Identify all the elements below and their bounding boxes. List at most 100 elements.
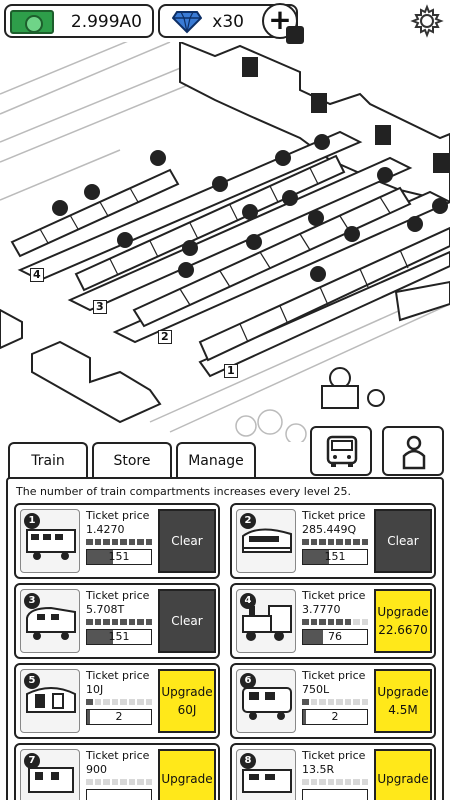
action-label: Clear: [171, 614, 203, 628]
train-icon: [26, 687, 76, 713]
progress-segment: [319, 619, 326, 625]
tab-manage[interactable]: Manage: [176, 442, 256, 478]
tab-train[interactable]: Train: [8, 442, 88, 480]
train-image[interactable]: 4: [236, 589, 296, 653]
progress-segment: [86, 619, 93, 625]
platform-number: 3: [93, 300, 107, 314]
action-label: Upgrade: [161, 772, 213, 786]
bus-button[interactable]: [310, 426, 372, 476]
progress-segment: [94, 539, 101, 545]
progress-segment: [327, 699, 334, 705]
train-panel[interactable]: The number of train compartments increas…: [6, 477, 444, 800]
progress-segment: [336, 619, 343, 625]
train-image[interactable]: 3: [20, 589, 80, 653]
progress-segment: [145, 779, 152, 785]
level-bar: [86, 789, 152, 800]
progress-segment: [344, 699, 351, 705]
level-value: 151: [108, 550, 130, 563]
progress-segment: [319, 779, 326, 785]
level-bar: [302, 789, 368, 800]
upgrade-button[interactable]: Upgrade 22.6670: [374, 589, 432, 653]
upgrade-button[interactable]: Upgrade: [374, 749, 432, 800]
level-bar: 2: [302, 709, 368, 725]
action-label: Clear: [387, 534, 419, 548]
ticket-price-label: Ticket price: [302, 589, 366, 602]
gem-value: x30: [212, 12, 244, 32]
train-number-badge: 6: [240, 673, 256, 689]
level-value: 151: [324, 550, 346, 563]
compartment-progress: [302, 699, 368, 705]
passenger-button[interactable]: [382, 426, 444, 476]
train-card: 5 Ticket price 10J 2 Upgrade 60J: [14, 663, 220, 739]
ticket-price-value: 750L: [302, 683, 330, 696]
compartment-progress: [86, 779, 152, 785]
level-value: 2: [331, 710, 339, 723]
platform-number: 2: [158, 330, 172, 344]
level-bar: 151: [86, 549, 152, 565]
ticket-price-value: 285.449Q: [302, 523, 357, 536]
train-image[interactable]: 8: [236, 749, 296, 800]
clear-button[interactable]: Clear: [158, 589, 216, 653]
action-label: Upgrade: [377, 685, 429, 699]
ticket-price-value: 1.4270: [86, 523, 125, 536]
progress-segment: [128, 699, 135, 705]
train-number-badge: 8: [240, 753, 256, 769]
progress-segment: [310, 699, 317, 705]
progress-segment: [128, 619, 135, 625]
progress-segment: [120, 619, 127, 625]
progress-segment: [86, 779, 93, 785]
train-image[interactable]: 6: [236, 669, 296, 733]
station-scene[interactable]: 4 3 2 1: [0, 42, 450, 442]
progress-segment: [327, 539, 334, 545]
progress-segment: [353, 539, 360, 545]
progress-segment: [86, 699, 93, 705]
ticket-price-value: 13.5R: [302, 763, 335, 776]
progress-segment: [319, 699, 326, 705]
ticket-price-label: Ticket price: [302, 669, 366, 682]
progress-segment: [353, 779, 360, 785]
progress-segment: [103, 619, 110, 625]
upgrade-button[interactable]: Upgrade 4.5M: [374, 669, 432, 733]
compartment-progress: [302, 619, 368, 625]
gear-icon[interactable]: [410, 4, 444, 38]
progress-segment: [103, 779, 110, 785]
clear-button[interactable]: Clear: [374, 509, 432, 573]
train-image[interactable]: 1: [20, 509, 80, 573]
train-icon: [242, 605, 292, 641]
level-bar: 151: [86, 629, 152, 645]
level-fill: [87, 630, 113, 644]
pencil-icon[interactable]: [286, 26, 304, 44]
train-number-badge: 7: [24, 753, 40, 769]
progress-segment: [128, 779, 135, 785]
compartment-progress: [86, 619, 152, 625]
upgrade-button[interactable]: Upgrade 60J: [158, 669, 216, 733]
progress-segment: [302, 779, 309, 785]
train-number-badge: 1: [24, 513, 40, 529]
ticket-price-label: Ticket price: [302, 509, 366, 522]
train-image[interactable]: 2: [236, 509, 296, 573]
progress-segment: [361, 699, 368, 705]
progress-segment: [120, 539, 127, 545]
money-value: 2.999A0: [70, 12, 142, 32]
train-number-badge: 5: [24, 673, 40, 689]
train-icon: [26, 529, 76, 560]
ticket-price-label: Ticket price: [86, 669, 150, 682]
progress-segment: [137, 619, 144, 625]
train-number-badge: 4: [240, 593, 256, 609]
compartment-progress: [86, 539, 152, 545]
train-icon: [242, 528, 292, 553]
progress-segment: [344, 779, 351, 785]
level-fill: [303, 550, 329, 564]
progress-segment: [128, 539, 135, 545]
progress-segment: [361, 779, 368, 785]
upgrade-button[interactable]: Upgrade: [158, 749, 216, 800]
level-bar: 76: [302, 629, 368, 645]
train-image[interactable]: 5: [20, 669, 80, 733]
train-card: 6 Ticket price 750L 2 Upgrade 4.5M: [230, 663, 436, 739]
train-image[interactable]: 7: [20, 749, 80, 800]
level-value: 151: [108, 630, 130, 643]
clear-button[interactable]: Clear: [158, 509, 216, 573]
progress-segment: [103, 539, 110, 545]
platform-number: 4: [30, 268, 44, 282]
tab-store[interactable]: Store: [92, 442, 172, 478]
